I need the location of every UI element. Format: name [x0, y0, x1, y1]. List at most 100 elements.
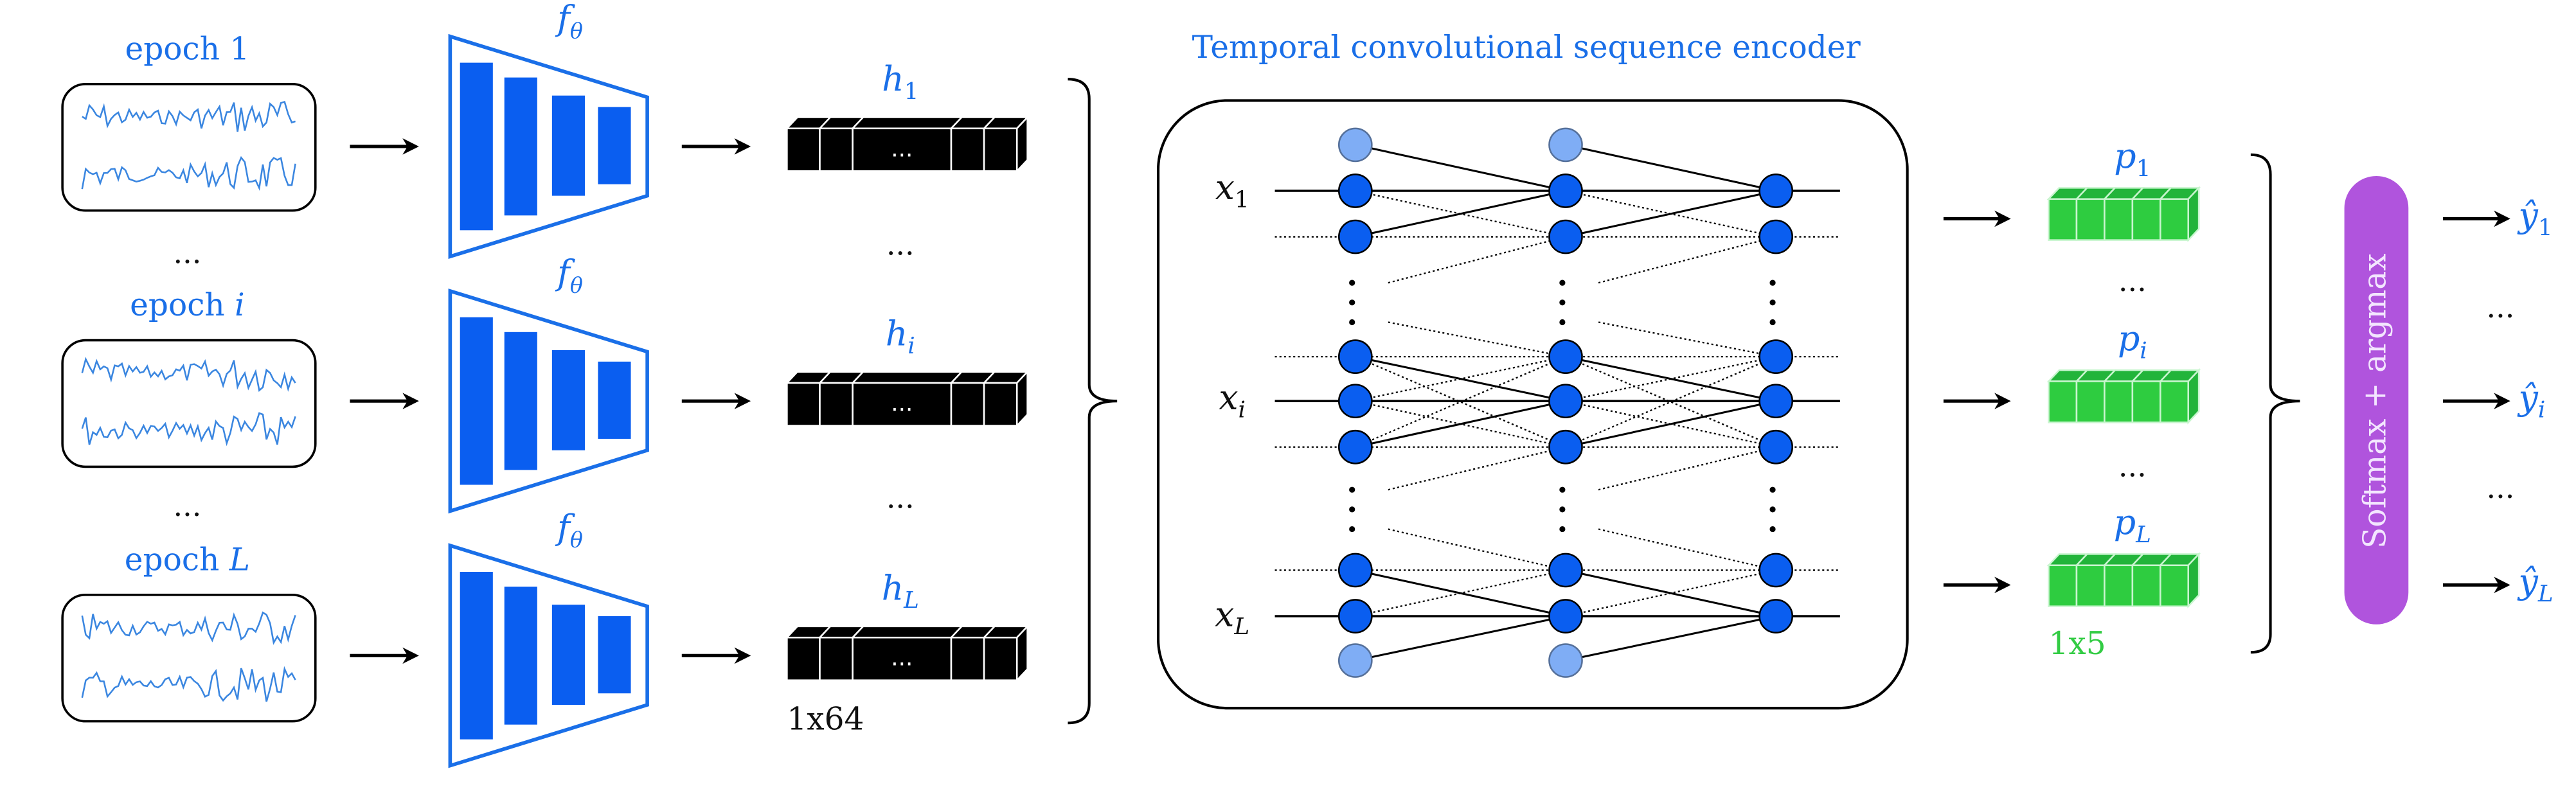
- embedding-label-L: hL: [882, 567, 919, 614]
- feature-encoder-trapezoid: [448, 33, 649, 260]
- vector-cell-top: [850, 116, 964, 130]
- vertical-ellipsis-dot: [1559, 526, 1566, 533]
- vector-cell: [983, 636, 1018, 681]
- vertical-ellipsis-dot: [1349, 319, 1355, 326]
- dotted-connection: [1565, 356, 1776, 402]
- grouping-brace: [2250, 153, 2300, 654]
- feature-encoder-column: fθ fθ fθ: [448, 0, 649, 768]
- neuron-node: [1758, 339, 1794, 374]
- feature-encoder-label: fθ: [555, 507, 583, 553]
- conv-layer-bar: [460, 572, 493, 740]
- vertical-ellipsis-dot: [1769, 299, 1776, 306]
- ellipsis: ...: [2118, 263, 2147, 298]
- probability-column: p1 ... pi ... pL 1x5: [2046, 136, 2201, 662]
- subscript: θ: [570, 272, 583, 297]
- vertical-ellipsis-dot: [1349, 486, 1355, 493]
- neuron-node: [1337, 599, 1373, 634]
- neuron-node: [1337, 173, 1373, 208]
- prediction-label-i: ŷi: [2518, 377, 2546, 423]
- vector-cell: [819, 636, 854, 681]
- arrows-to-predictions: [2442, 210, 2510, 594]
- vector-cell: [819, 382, 854, 427]
- vertical-ellipsis-dot: [1349, 526, 1355, 533]
- conv-layer-bar: [551, 605, 585, 705]
- ellipsis: ...: [2486, 470, 2514, 505]
- eeg-signal-trace: [81, 666, 296, 702]
- vector-cell-side: [1015, 115, 1028, 173]
- neuron-node: [1337, 219, 1373, 254]
- dotted-connection: [1355, 356, 1566, 402]
- subscript: θ: [570, 528, 583, 553]
- feature-encoder-label: fθ: [555, 0, 583, 43]
- embedding-label-1: h1: [882, 58, 918, 105]
- vertical-ellipsis-dot: [1559, 486, 1566, 493]
- vector-cell: [983, 382, 1018, 427]
- vector-cell: [2048, 198, 2078, 241]
- epoch-signal-box-1: [61, 83, 317, 212]
- dotted-connection: [1565, 400, 1776, 448]
- connection: [1355, 143, 1566, 192]
- probability-label-i: pi: [2118, 318, 2147, 364]
- conv-layer-bar: [504, 587, 537, 725]
- prediction-label-1: ŷ1: [2518, 195, 2553, 241]
- padding-node: [1548, 127, 1583, 163]
- vector-cell-side: [1015, 369, 1028, 428]
- epoch-label-1: epoch 1: [125, 31, 249, 67]
- neuron-node: [1337, 429, 1373, 465]
- neuron-node: [1548, 173, 1583, 208]
- vertical-ellipsis-dot: [1769, 506, 1776, 513]
- neuron-node: [1337, 339, 1373, 374]
- dotted-connection: [1565, 356, 1776, 448]
- vector-cell-side: [2187, 186, 2200, 242]
- epoch-label-L: epoch L: [125, 542, 250, 578]
- eeg-signal-trace: [81, 412, 296, 447]
- vector-cell: [852, 382, 953, 427]
- vertical-ellipsis-dot: [1559, 299, 1566, 306]
- arrows-to-encoder: [350, 138, 419, 664]
- vector-cell: [2048, 564, 2078, 607]
- input-column: epoch 1 ... epoch i ... epoch L: [61, 31, 317, 723]
- dotted-connection: [1565, 190, 1776, 238]
- neuron-node: [1758, 219, 1794, 254]
- vector-cell-top: [850, 371, 964, 384]
- vertical-ellipsis-dot: [1559, 506, 1566, 513]
- vector-cell: [819, 127, 854, 172]
- eeg-signal-trace: [81, 611, 296, 645]
- vector-cell: [950, 127, 985, 172]
- vertical-ellipsis-dot: [1769, 526, 1776, 533]
- epoch-signal-box-L: [61, 593, 317, 723]
- dotted-connection: [1355, 569, 1566, 617]
- vector-cell: [2048, 380, 2078, 423]
- vector-cell-side: [2187, 552, 2200, 608]
- ellipsis: ...: [891, 391, 913, 417]
- vertical-ellipsis-dot: [1349, 279, 1355, 286]
- feature-encoder-label: fθ: [555, 253, 583, 298]
- ellipsis: ...: [173, 235, 201, 270]
- dotted-connection: [1565, 356, 1776, 448]
- neuron-node: [1337, 384, 1373, 419]
- vector-cell: [950, 382, 985, 427]
- ellipsis: ...: [886, 480, 915, 515]
- padding-node: [1337, 127, 1373, 163]
- dotted-connection: [1355, 190, 1566, 238]
- conv-layer-bar: [460, 62, 493, 231]
- vertical-ellipsis-dot: [1349, 506, 1355, 513]
- dotted-connection: [1598, 446, 1776, 491]
- ellipsis: ...: [173, 488, 201, 523]
- probability-label-1: p1: [2114, 136, 2151, 182]
- epoch-signal-box-i: [61, 339, 317, 468]
- subscript: θ: [570, 18, 583, 43]
- sequence-encoder-title: Temporal convolutional sequence encoder: [1192, 30, 1861, 66]
- neuron-node: [1758, 384, 1794, 419]
- probability-label-L: pL: [2114, 502, 2151, 548]
- feature-encoder-trapezoid: [448, 543, 649, 768]
- padding-node: [1337, 643, 1373, 678]
- temporal-convolution-network: [1275, 127, 1840, 678]
- arrows-to-probabilities: [1943, 210, 2011, 594]
- conv-layer-bar: [598, 361, 631, 439]
- arrows-to-embeddings: [681, 138, 751, 664]
- vertical-ellipsis-dot: [1349, 299, 1355, 306]
- neuron-node: [1548, 553, 1583, 588]
- vector-cell: [2075, 198, 2106, 241]
